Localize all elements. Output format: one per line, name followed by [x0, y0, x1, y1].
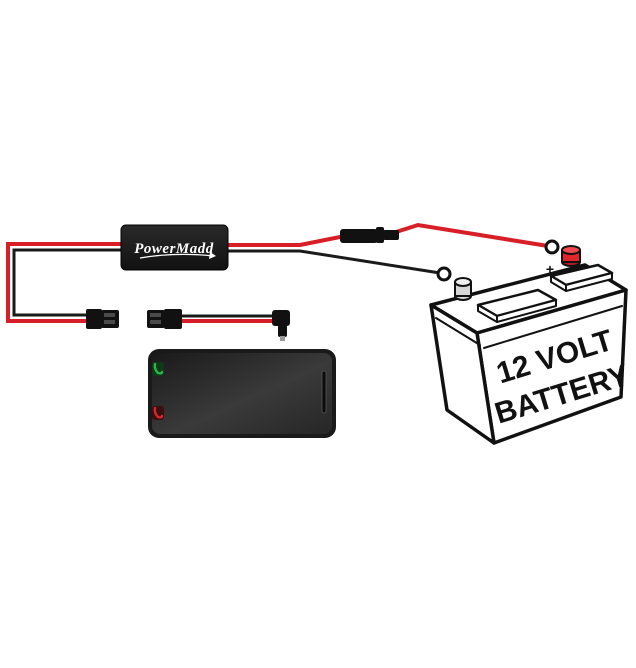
ring-terminal-negative — [436, 266, 452, 282]
inline-fuse-icon — [340, 227, 399, 243]
negative-lead — [226, 249, 441, 275]
battery-negative-symbol: − — [475, 284, 483, 300]
negative-terminal-post — [454, 277, 472, 301]
module-brand-label: PowerMadd — [134, 241, 214, 257]
smartphone — [148, 349, 336, 438]
usb-c-plug-icon — [272, 310, 290, 341]
powermadd-module: PowerMadd — [120, 224, 229, 271]
phone-accept-icon — [152, 362, 164, 376]
left-wire-loop — [6, 242, 122, 323]
ring-terminal-positive — [544, 239, 560, 255]
connector-male — [86, 309, 119, 329]
phone-decline-icon — [152, 406, 164, 420]
car-battery — [429, 245, 628, 445]
battery-positive-symbol: + — [546, 261, 554, 277]
connector-female — [147, 309, 182, 329]
positive-lead — [226, 222, 549, 248]
positive-terminal-post — [561, 245, 581, 267]
usb-output-wire — [181, 314, 275, 323]
